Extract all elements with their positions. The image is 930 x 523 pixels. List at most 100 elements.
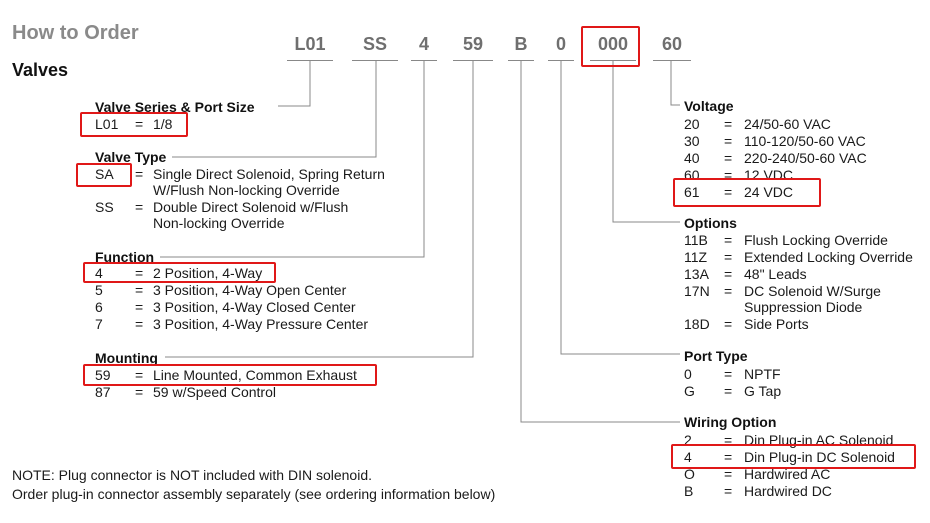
option-code: 5 <box>95 282 103 298</box>
note-line-2: Order plug-in connector assembly separat… <box>12 486 496 502</box>
valve-type-row: SS = Double Direct Solenoid w/Flush Non-… <box>95 199 415 231</box>
equals-sign: = <box>135 265 144 281</box>
highlight-box-code-000 <box>581 26 640 67</box>
section-title-port-type: Port Type <box>684 348 748 364</box>
code-segment-mounting: 59 <box>462 34 484 54</box>
options-row: 18D = Side Ports <box>684 316 924 332</box>
code-segment-port-type: B <box>514 34 528 54</box>
equals-sign: = <box>724 266 733 282</box>
section-title-valve-series: Valve Series & Port Size <box>95 99 255 115</box>
option-desc: NPTF <box>744 366 781 382</box>
voltage-row: 30 = 110-120/50-60 VAC <box>684 133 914 149</box>
equals-sign: = <box>135 166 144 182</box>
option-code: G <box>684 383 695 399</box>
option-desc: 110-120/50-60 VAC <box>744 133 866 149</box>
highlight-box-function-4 <box>83 262 276 283</box>
option-desc: G Tap <box>744 383 782 399</box>
option-desc: 220-240/50-60 VAC <box>744 150 867 166</box>
code-underline-type <box>352 60 398 61</box>
option-code: 11B <box>684 232 708 248</box>
voltage-row: 40 = 220-240/50-60 VAC <box>684 150 914 166</box>
option-code: 18D <box>684 316 710 332</box>
options-row: 11B = Flush Locking Override <box>684 232 924 248</box>
option-code: 6 <box>95 299 103 315</box>
equals-sign: = <box>724 116 733 132</box>
code-segment-voltage: 60 <box>661 34 683 54</box>
option-desc: 3 Position, 4-Way Pressure Center <box>153 316 369 332</box>
option-code: 13A <box>684 266 709 282</box>
equals-sign: = <box>135 299 144 315</box>
option-desc: Line Mounted, Common Exhaust <box>153 367 357 383</box>
mounting-row: 59 = Line Mounted, Common Exhaust <box>95 367 395 383</box>
port-type-row: 0 = NPTF <box>684 366 884 382</box>
option-desc: 2 Position, 4-Way <box>153 265 263 281</box>
code-segment-series: L01 <box>294 34 326 54</box>
option-desc: 24 VDC <box>744 184 794 200</box>
option-desc: 1/8 <box>153 116 173 132</box>
leader-voltage <box>670 61 680 106</box>
equals-sign: = <box>724 283 733 299</box>
highlight-box-voltage-61 <box>673 178 821 207</box>
equals-sign: = <box>724 316 733 332</box>
highlight-box-sa <box>76 163 132 187</box>
equals-sign: = <box>135 116 144 132</box>
option-desc: Extended Locking Override <box>744 249 913 265</box>
code-underline-series <box>287 60 333 61</box>
option-code: O <box>684 466 695 482</box>
code-underline-mounting <box>453 60 493 61</box>
voltage-row: 20 = 24/50-60 VAC <box>684 116 914 132</box>
leader-mounting <box>165 61 474 358</box>
valve-type-row: SA = Single Direct Solenoid, Spring Retu… <box>95 166 415 198</box>
option-desc-continued: Suppression Diode <box>744 299 863 315</box>
mounting-row: 87 = 59 w/Speed Control <box>95 384 395 400</box>
wiring-row: 4 = Din Plug-in DC Solenoid <box>684 449 914 465</box>
option-code: 30 <box>684 133 700 149</box>
option-code: 17N <box>684 283 710 299</box>
equals-sign: = <box>724 184 733 200</box>
equals-sign: = <box>135 316 144 332</box>
option-code: L01 <box>95 116 119 132</box>
equals-sign: = <box>724 483 733 499</box>
function-row: 7 = 3 Position, 4-Way Pressure Center <box>95 316 395 332</box>
options-row: 11Z = Extended Locking Override <box>684 249 924 265</box>
leader-wiring <box>560 61 680 355</box>
note-line-1: NOTE: Plug connector is NOT included wit… <box>12 467 373 483</box>
option-code: 11Z <box>684 249 708 265</box>
equals-sign: = <box>724 366 733 382</box>
option-code: 4 <box>95 265 103 281</box>
option-code: 61 <box>684 184 700 200</box>
code-underline-wiring <box>548 60 574 61</box>
option-desc: Hardwired AC <box>744 466 831 482</box>
option-code: 20 <box>684 116 700 132</box>
option-code: B <box>684 483 694 499</box>
code-segment-type: SS <box>362 34 387 54</box>
equals-sign: = <box>724 383 733 399</box>
code-segment-wiring: 0 <box>555 34 566 54</box>
option-desc: Flush Locking Override <box>744 232 888 248</box>
option-desc: 3 Position, 4-Way Closed Center <box>153 299 356 315</box>
function-row: 6 = 3 Position, 4-Way Closed Center <box>95 299 395 315</box>
code-segment-function: 4 <box>418 34 429 54</box>
equals-sign: = <box>724 432 733 448</box>
options-row: 17N = DC Solenoid W/Surge Suppression Di… <box>684 283 924 315</box>
option-code: 4 <box>684 449 692 465</box>
option-code: 59 <box>95 367 111 383</box>
function-row: 4 = 2 Position, 4-Way <box>95 265 395 281</box>
leader-function <box>160 61 425 258</box>
wiring-row: O = Hardwired AC <box>684 466 914 482</box>
section-title-wiring: Wiring Option <box>684 414 777 430</box>
equals-sign: = <box>135 199 144 215</box>
section-title-mounting: Mounting <box>95 350 158 366</box>
option-code: 87 <box>95 384 111 400</box>
option-desc: Double Direct Solenoid w/Flush <box>153 199 349 215</box>
code-underline-function <box>411 60 437 61</box>
voltage-row: 61 = 24 VDC <box>684 184 914 200</box>
highlight-box-l01 <box>80 112 188 137</box>
option-desc: 24/50-60 VAC <box>744 116 831 132</box>
options-row: 13A = 48" Leads <box>684 266 924 282</box>
code-segment-options: 000 <box>597 34 629 54</box>
option-desc: DC Solenoid W/Surge <box>744 283 881 299</box>
leader-port-type <box>520 61 680 423</box>
leader-type <box>172 61 377 158</box>
